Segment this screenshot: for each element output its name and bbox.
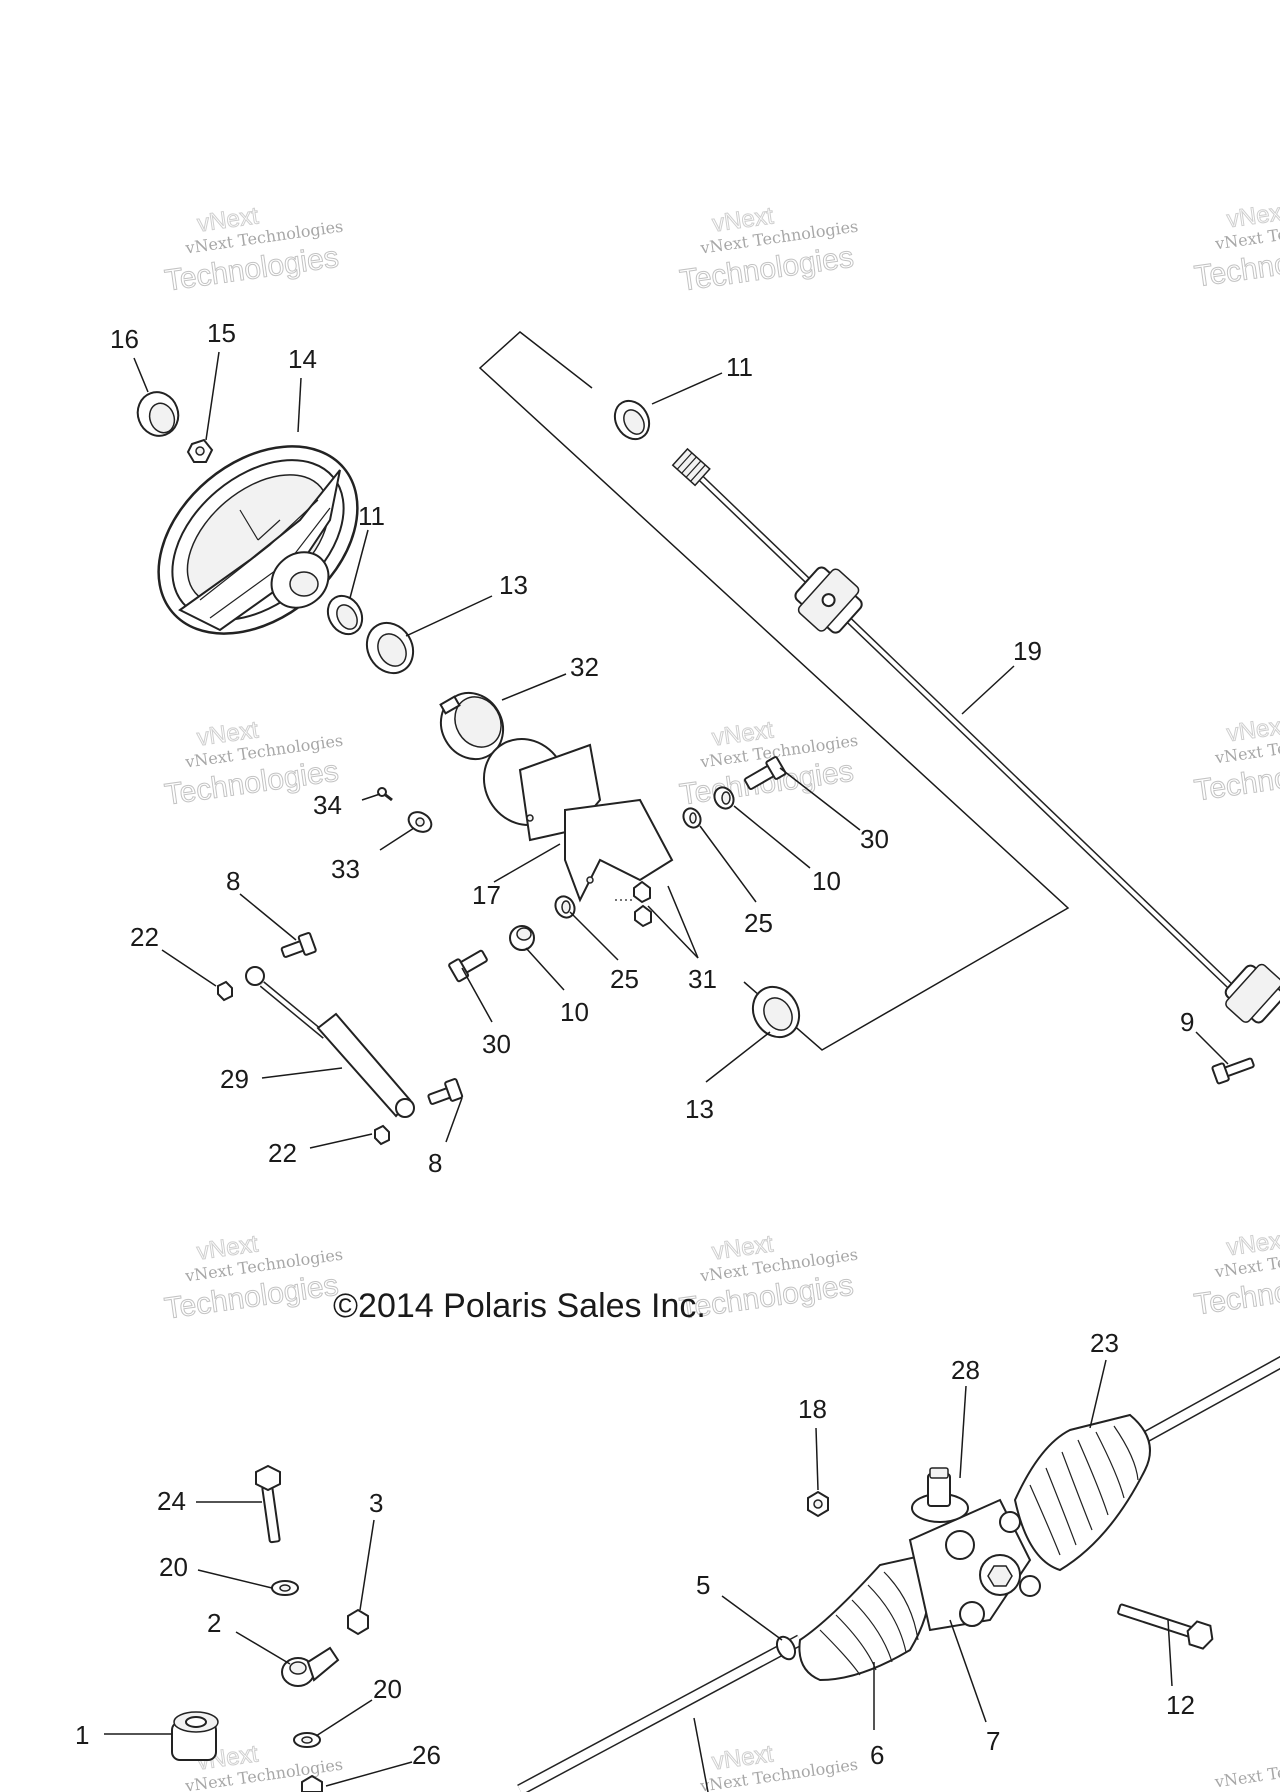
- universal-joint-upper: [794, 566, 863, 634]
- nut-pair: [612, 880, 652, 928]
- steering-rack: [517, 1355, 1280, 1792]
- watermark-tile: vNext vNext Technologies Technologies: [1192, 198, 1280, 294]
- callout-3: 3: [369, 1488, 383, 1518]
- watermark-tile: vNext vNext Technologies Technologies: [1192, 712, 1280, 808]
- callout-26: 26: [412, 1740, 441, 1770]
- callout-5: 5: [696, 1570, 710, 1600]
- callout-28: 28: [951, 1355, 980, 1385]
- callout-25: 25: [744, 908, 773, 938]
- watermark-tile: vNext vNext Technologies Technologies: [1192, 1226, 1280, 1322]
- callout-32: 32: [570, 652, 599, 682]
- washer-upper-rod: [271, 1580, 299, 1596]
- rack-boot-left: [798, 1553, 931, 1682]
- callout-2: 2: [207, 1608, 221, 1638]
- bolt-lower: [448, 949, 488, 983]
- callout-10: 10: [560, 997, 589, 1027]
- tie-rod-nut: [347, 1608, 369, 1636]
- copyright-notice: ©2014 Polaris Sales Inc.: [333, 1287, 706, 1325]
- steering-wheel: [157, 445, 359, 635]
- rack-nut: [807, 1490, 829, 1518]
- bolt-upper: [744, 756, 787, 790]
- lock-nut-upper: [217, 980, 233, 1002]
- leader-lines: [104, 351, 1229, 1792]
- spacer-upper: [713, 786, 735, 810]
- callout-14: 14: [288, 344, 317, 374]
- callout-9: 9: [1180, 1007, 1194, 1037]
- callout-22: 22: [130, 922, 159, 952]
- wheel-nut: [186, 438, 214, 463]
- callout-25: 25: [610, 964, 639, 994]
- washer-lower-rod: [293, 1732, 321, 1748]
- callout-19: 19: [1013, 636, 1042, 666]
- column-bracket: [482, 737, 674, 903]
- rack-housing: [908, 1498, 1041, 1632]
- callout-11: 11: [726, 352, 753, 382]
- callout-8: 8: [226, 866, 240, 896]
- rack-boot-right: [1013, 1413, 1151, 1572]
- steering-shaft: [671, 447, 1280, 1024]
- callout-33: 33: [331, 854, 360, 884]
- bearing-upper: [365, 621, 415, 675]
- shoulder-bolt-lower: [427, 1078, 464, 1105]
- callout-30: 30: [482, 1029, 511, 1059]
- tie-rod-end: [281, 1646, 340, 1687]
- bushing-left: [326, 594, 364, 636]
- callout-17: 17: [472, 880, 501, 910]
- tie-rod-bolt: [255, 1464, 281, 1544]
- column-collar: [439, 691, 505, 761]
- rack-mount-bolt: [1117, 1603, 1214, 1650]
- callout-6: 6: [870, 1740, 884, 1770]
- small-nut: [301, 1774, 323, 1792]
- gas-strut: [245, 966, 415, 1118]
- callout-30: 30: [860, 824, 889, 854]
- watermark-tile: vNext vNext Technologies Technologies: [677, 202, 859, 298]
- bolt-item-9: [1211, 1057, 1255, 1085]
- shoulder-bolt-upper: [280, 932, 317, 958]
- callout-31: 31: [688, 964, 717, 994]
- watermark-text: vNext Technologies: [1213, 1750, 1280, 1791]
- callout-22: 22: [268, 1138, 297, 1168]
- watermark-tile: vNext vNext Technologies: [698, 1740, 859, 1792]
- bushing-right: [613, 399, 651, 441]
- watermark-tile: vNext vNext Technologies Technologies: [677, 716, 859, 812]
- callout-29: 29: [220, 1064, 249, 1094]
- callout-24: 24: [157, 1486, 186, 1516]
- trim-cap: [136, 391, 180, 437]
- pivot-bushing: [171, 1711, 219, 1761]
- retaining-clip: [407, 811, 433, 833]
- callout-11: 11: [358, 501, 385, 531]
- small-screw: [377, 787, 393, 802]
- callout-18: 18: [798, 1394, 827, 1424]
- pinion-input: [911, 1467, 969, 1523]
- bearing-lower: [751, 985, 801, 1039]
- watermark-tile: vNext vNext Technologies Technologies: [162, 1230, 344, 1326]
- watermark-tile: vNext vNext Technologies Technologies: [162, 202, 344, 298]
- spacer-lower: [509, 925, 535, 951]
- washer-upper: [682, 807, 702, 829]
- callout-34: 34: [313, 790, 342, 820]
- callout-23: 23: [1090, 1328, 1119, 1358]
- shaft-spline: [671, 447, 711, 487]
- watermark-tile: vNext Technologies: [1213, 1750, 1280, 1791]
- callout-20: 20: [159, 1552, 188, 1582]
- callout-12: 12: [1166, 1690, 1195, 1720]
- callout-1: 1: [75, 1720, 89, 1750]
- callout-15: 15: [207, 318, 236, 348]
- callout-16: 16: [110, 324, 139, 354]
- callout-7: 7: [986, 1726, 1000, 1756]
- universal-joint-lower: [1224, 963, 1280, 1024]
- callout-20: 20: [373, 1674, 402, 1704]
- callout-labels: 16 15 14 11 11 13 32 19 34 33 30 10 25 1…: [75, 318, 1195, 1770]
- callout-8: 8: [428, 1148, 442, 1178]
- lock-nut-lower: [374, 1124, 390, 1146]
- callout-13: 13: [499, 570, 528, 600]
- callout-13: 13: [685, 1094, 714, 1124]
- assembly-bracket-outline: [478, 331, 1070, 1051]
- callout-10: 10: [812, 866, 841, 896]
